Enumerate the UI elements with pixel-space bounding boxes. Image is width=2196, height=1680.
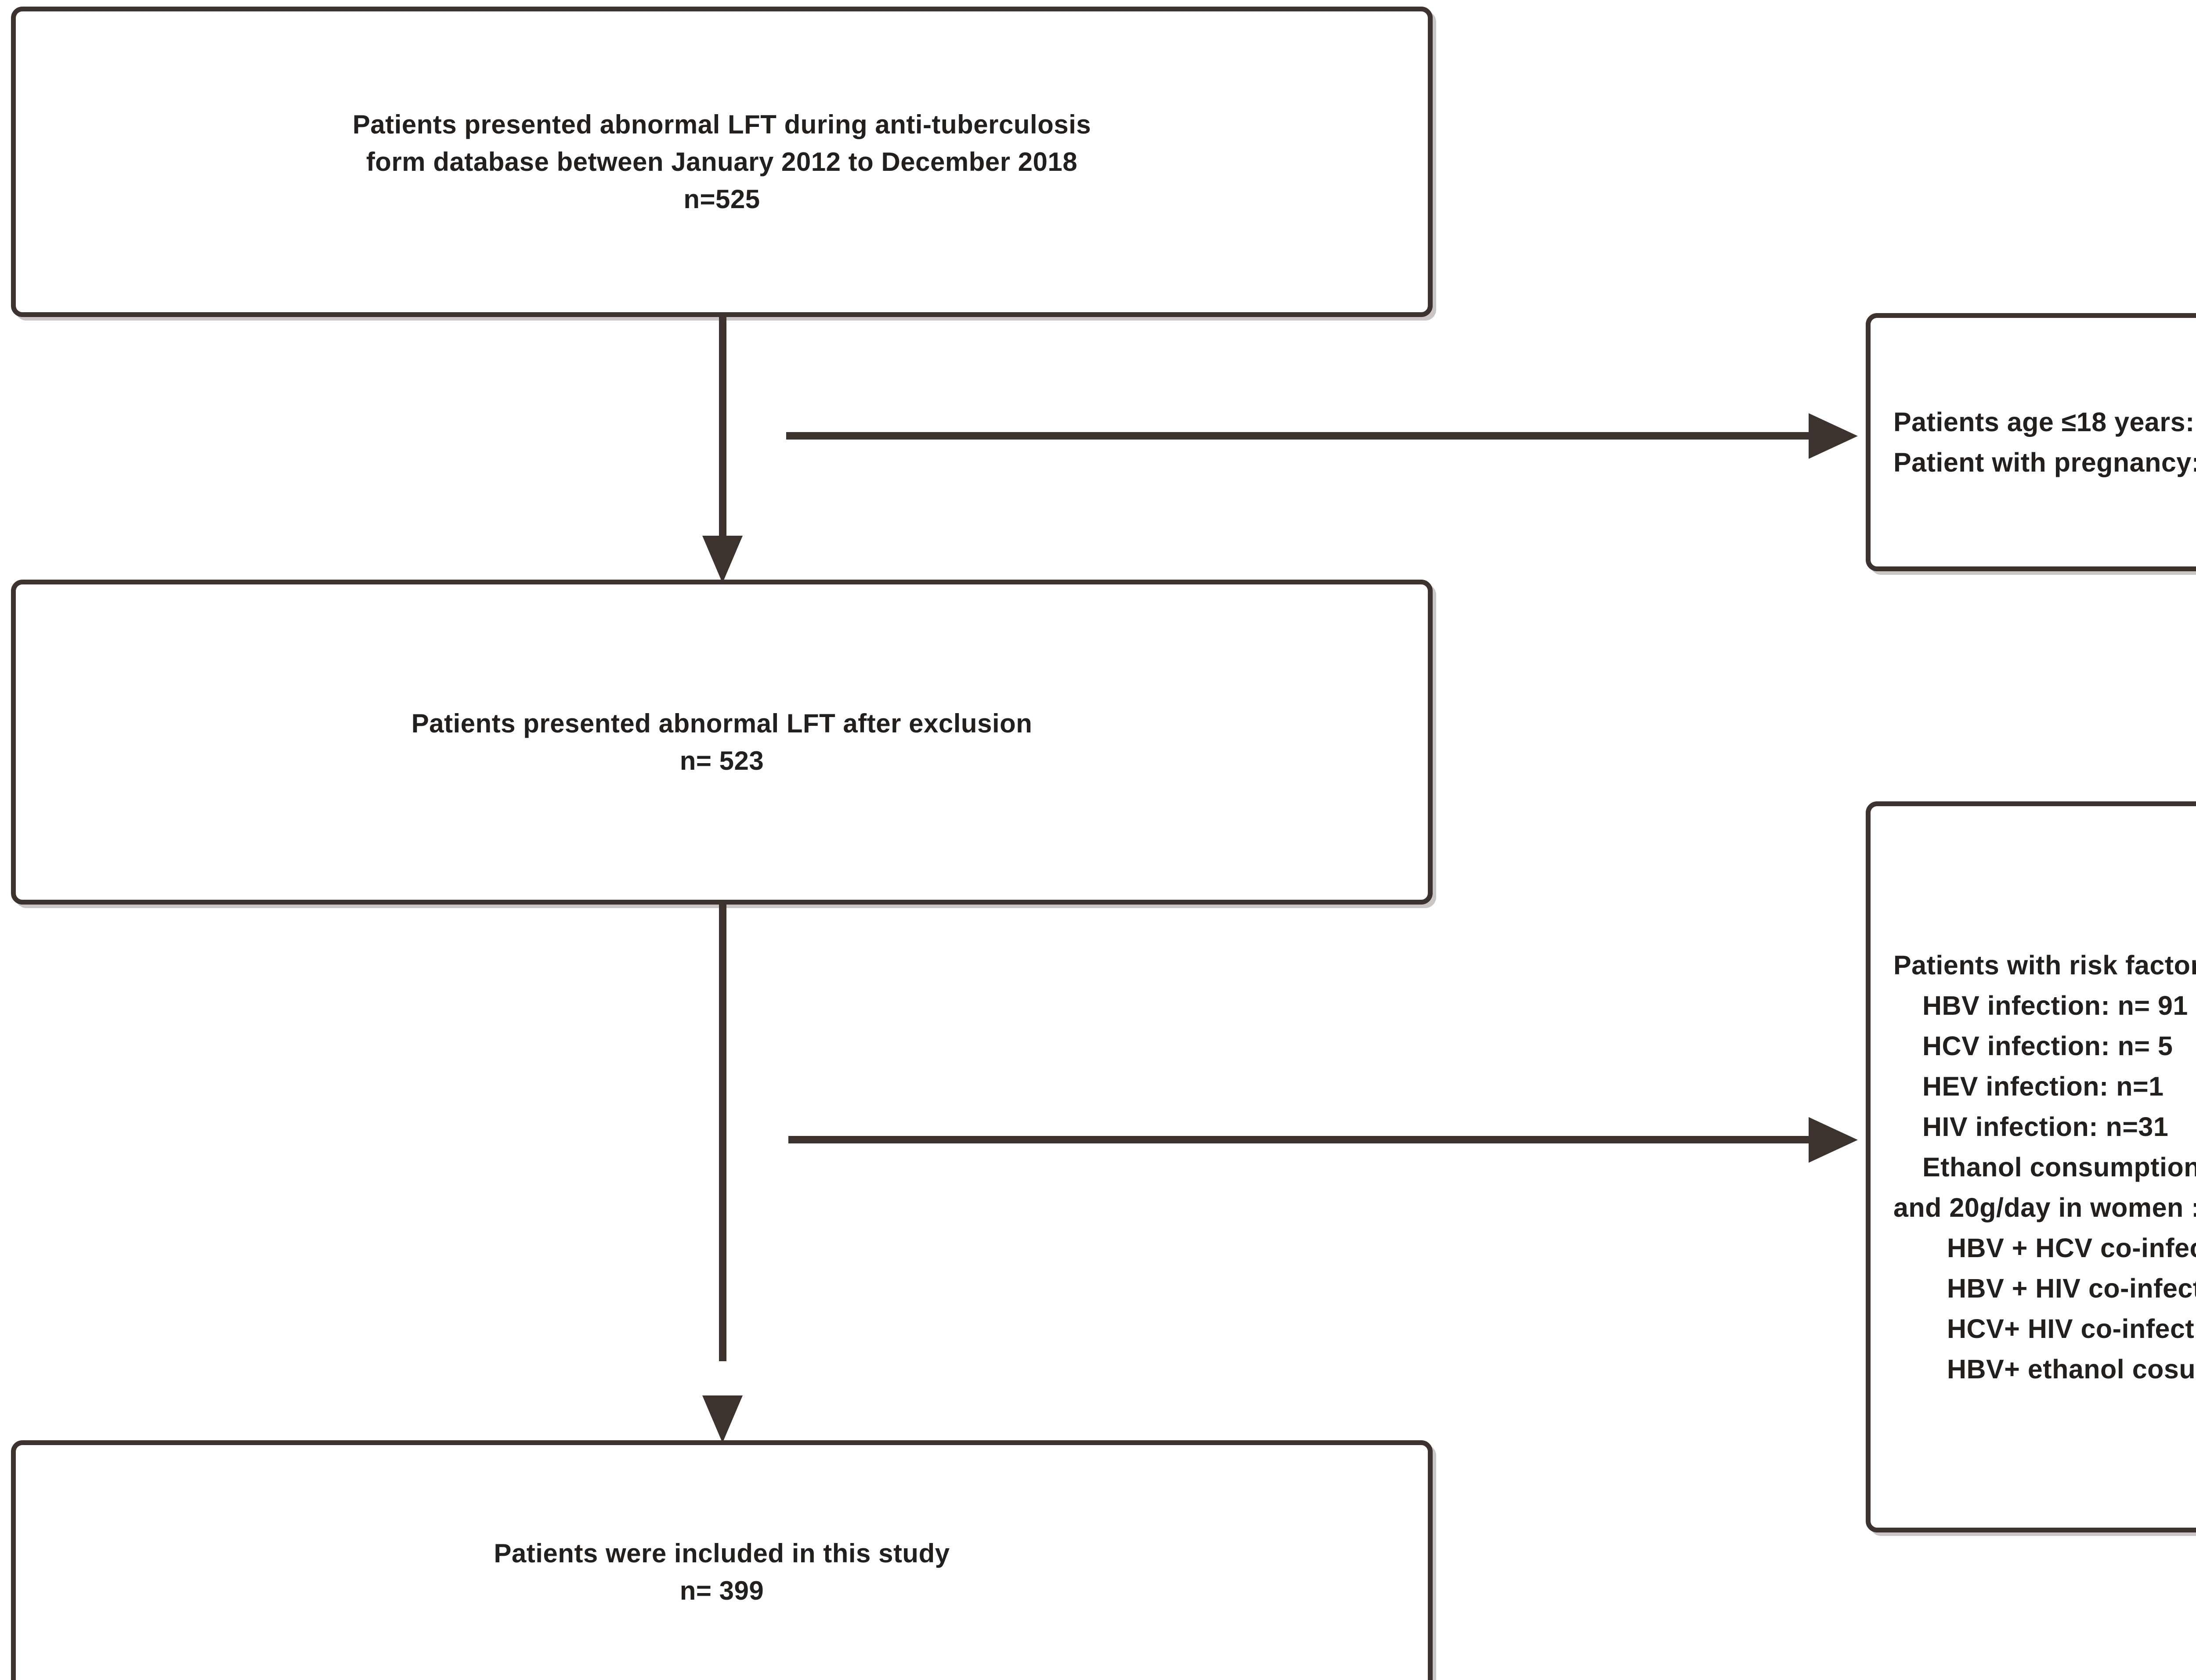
risk-line-ethanol-women: and 20g/day in women : n=12: [1893, 1192, 2196, 1222]
risk-line-ethanol-men: Ethanol consumption over 40g/day in men: [1922, 1152, 2196, 1182]
arrowhead-down-icon: [702, 536, 743, 583]
risk-line-hiv: HIV infection: n=31: [1922, 1111, 2169, 1142]
box-after-exclusion-line-2: n= 523: [679, 746, 764, 775]
box-excluded-line-2: Patient with pregnancy: n=1: [1893, 447, 2196, 477]
box-included-cohort-text: Patients were included in this study n= …: [16, 1535, 1428, 1609]
risk-line-total: Patients with risk factors excluded: n= …: [1893, 950, 2196, 980]
connector-after-exclusion-to-included-line: [719, 905, 726, 1361]
risk-line-hbv-hiv: HBV + HIV co-infection: n=3: [1947, 1273, 2196, 1303]
risk-line-hbv-ethanol: HBV+ ethanol cosumption:n=8: [1947, 1354, 2196, 1384]
connector-source-to-after-exclusion-line: [719, 317, 726, 545]
arrowhead-right-icon: [1809, 1117, 1858, 1163]
box-source-line-2: form database between January 2012 to De…: [366, 147, 1078, 177]
box-after-exclusion-text: Patients presented abnormal LFT after ex…: [16, 705, 1428, 779]
box-included-line-2: n= 399: [679, 1576, 764, 1605]
box-excluded-criteria: Patients age ≤18 years: n=1 Patient with…: [1866, 313, 2196, 571]
arrowhead-right-icon: [1809, 413, 1858, 459]
connector-after-exclusion-to-risk-factors-line: [788, 1136, 1820, 1143]
box-excluded-line-1: Patients age ≤18 years: n=1: [1893, 407, 2195, 437]
risk-line-hbv-hcv: HBV + HCV co-infection: n=2: [1947, 1233, 2196, 1263]
box-included-line-1: Patients were included in this study: [494, 1539, 950, 1568]
box-excluded-criteria-text: Patients age ≤18 years: n=1 Patient with…: [1871, 402, 2196, 483]
box-source-cohort: Patients presented abnormal LFT during a…: [11, 7, 1433, 317]
box-source-line-1: Patients presented abnormal LFT during a…: [352, 110, 1091, 139]
risk-line-hcv: HCV infection: n= 5: [1922, 1031, 2173, 1061]
box-risk-factors-text: Patients with risk factors excluded: n= …: [1871, 945, 2196, 1389]
box-source-cohort-text: Patients presented abnormal LFT during a…: [16, 106, 1428, 218]
box-source-line-3: n=525: [683, 184, 760, 214]
box-after-exclusion: Patients presented abnormal LFT after ex…: [11, 580, 1433, 905]
box-risk-factors: Patients with risk factors excluded: n= …: [1866, 801, 2196, 1532]
risk-line-hcv-hiv: HCV+ HIV co-infection: n=3: [1947, 1313, 2196, 1344]
risk-line-hbv: HBV infection: n= 91: [1922, 990, 2188, 1020]
box-included-cohort: Patients were included in this study n= …: [11, 1440, 1433, 1680]
risk-line-hev: HEV infection: n=1: [1922, 1071, 2164, 1101]
arrowhead-down-icon: [702, 1395, 743, 1443]
box-after-exclusion-line-1: Patients presented abnormal LFT after ex…: [411, 709, 1033, 738]
connector-source-to-excluded-line: [786, 432, 1820, 440]
